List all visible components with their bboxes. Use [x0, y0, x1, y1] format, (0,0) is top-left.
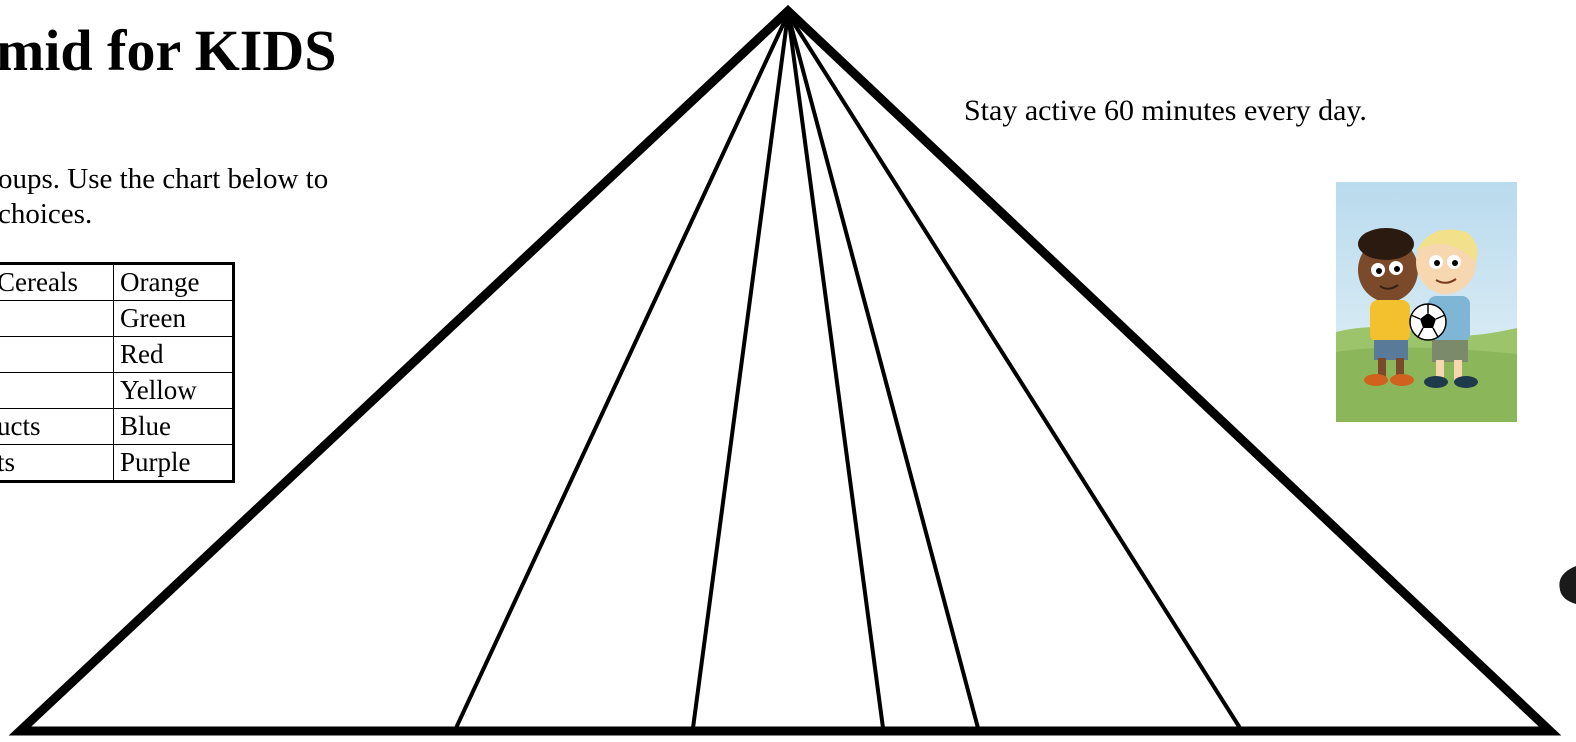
- activity-reminder: Stay active 60 minutes every day.: [964, 96, 1367, 126]
- kids-soccer-illustration: [1336, 182, 1517, 422]
- pyramid-stripe-divider: [788, 14, 978, 728]
- pyramid-stripe-divider: [456, 14, 788, 728]
- pyramid-stripe-divider: [788, 14, 883, 728]
- partial-decoration-icon: [1548, 560, 1576, 620]
- pyramid-stripe-divider: [693, 14, 788, 728]
